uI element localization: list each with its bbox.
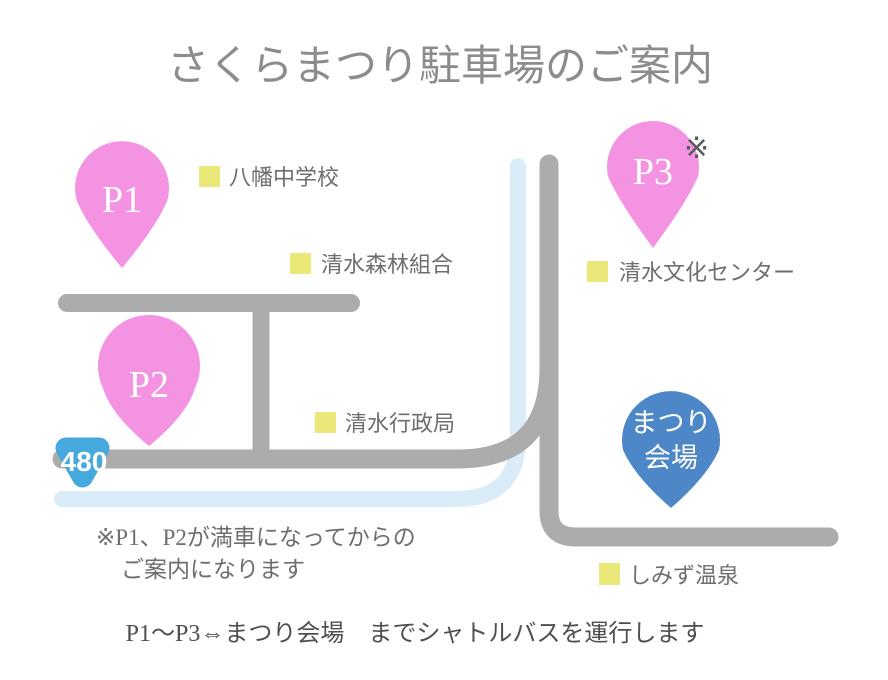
parking-pin-p2: P2 — [98, 314, 201, 446]
landmark-marker-icon — [199, 166, 220, 187]
route-badge-shield-icon — [55, 437, 110, 488]
main-road — [539, 154, 839, 547]
route-badge-number: 480 — [61, 446, 108, 477]
landmark-label: しみず温泉 — [629, 563, 739, 588]
page-title: さくらまつり駐車場のご案内 — [167, 43, 713, 90]
note-line2: ご案内になります — [121, 557, 305, 582]
pin-p1-label: P1 — [102, 179, 142, 221]
venue-pin-shape — [622, 391, 720, 508]
landmark-marker-icon — [315, 412, 336, 433]
venue-pin-label-line1: まつり — [631, 408, 712, 438]
pin-p3-shape — [606, 120, 699, 248]
venue-pin: まつり 会場 — [622, 391, 720, 508]
landmark-marker-icon — [587, 261, 608, 282]
route-480-road — [52, 358, 559, 469]
note: ※P1、P2が満車になってからの ご案内になります — [96, 525, 416, 582]
landmark-shimizu-forest-union: 清水森林組合 — [290, 252, 453, 277]
parking-pin-p1: P1 — [75, 141, 170, 268]
route-480-badge: 480 — [55, 437, 110, 488]
landmark-label: 清水行政局 — [345, 411, 455, 436]
landmark-marker-icon — [290, 253, 311, 274]
parking-pin-p3: P3 ※ — [606, 120, 709, 248]
pin-p3-note-mark: ※ — [684, 132, 709, 165]
shuttle-bus-info: P1～P3⇔まつり会場 までシャトルバスを運行します — [126, 620, 705, 647]
pin-p2-shape — [98, 314, 201, 446]
landmark-shimizu-admin-bureau: 清水行政局 — [315, 411, 455, 436]
landmark-label: 清水文化センター — [619, 260, 795, 285]
pin-p1-shape — [75, 141, 170, 268]
venue-pin-label-line2: 会場 — [644, 443, 698, 473]
landmark-label: 八幡中学校 — [229, 165, 339, 190]
landmark-yawata-junior-high: 八幡中学校 — [199, 165, 339, 190]
note-line1: ※P1、P2が満車になってからの — [96, 525, 416, 550]
pin-p3-label: P3 — [633, 151, 673, 193]
landmark-marker-icon — [599, 563, 620, 585]
landmark-shimizu-culture-center: 清水文化センター — [587, 260, 795, 285]
landmark-shimizu-onsen: しみず温泉 — [599, 563, 739, 588]
landmark-label: 清水森林組合 — [321, 252, 453, 277]
pin-p2-label: P2 — [129, 364, 169, 406]
